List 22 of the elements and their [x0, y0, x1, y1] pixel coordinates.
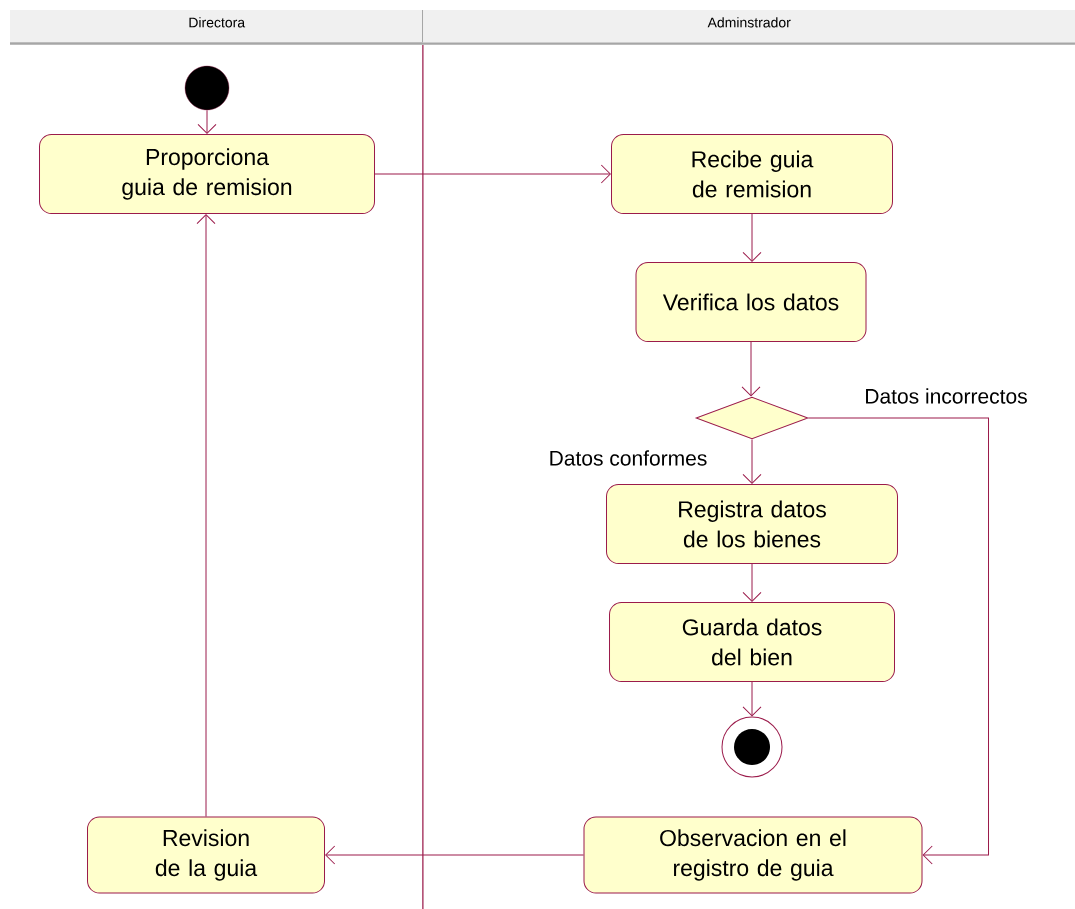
- action-box: Registra datos de los bienes: [606, 484, 898, 564]
- action-box: Observacion en el registro de guia: [583, 816, 923, 894]
- arrow: [742, 563, 762, 602]
- arrow: [742, 439, 762, 484]
- arrow: [197, 109, 217, 134]
- edge-label: Datos incorrectos: [866, 388, 1027, 404]
- arrow: [808, 417, 989, 865]
- action-box: Recibe guia de remision: [611, 134, 893, 214]
- arrow: [742, 681, 762, 717]
- arrow: [196, 214, 216, 817]
- edge-label: Datos conformes: [550, 450, 707, 466]
- arrow: [741, 341, 761, 397]
- action-box: Revision de la guia: [87, 816, 325, 894]
- action-box: Guarda datos del bien: [609, 602, 895, 682]
- action-box: Proporciona guia de remision: [39, 134, 375, 214]
- arrow: [374, 164, 611, 184]
- decision-diamond: [695, 396, 809, 440]
- arrow: [742, 213, 762, 262]
- end-dot: [721, 716, 783, 778]
- start-dot: [184, 65, 230, 111]
- action-box: Verifica los datos: [635, 262, 867, 342]
- arrow: [325, 845, 584, 865]
